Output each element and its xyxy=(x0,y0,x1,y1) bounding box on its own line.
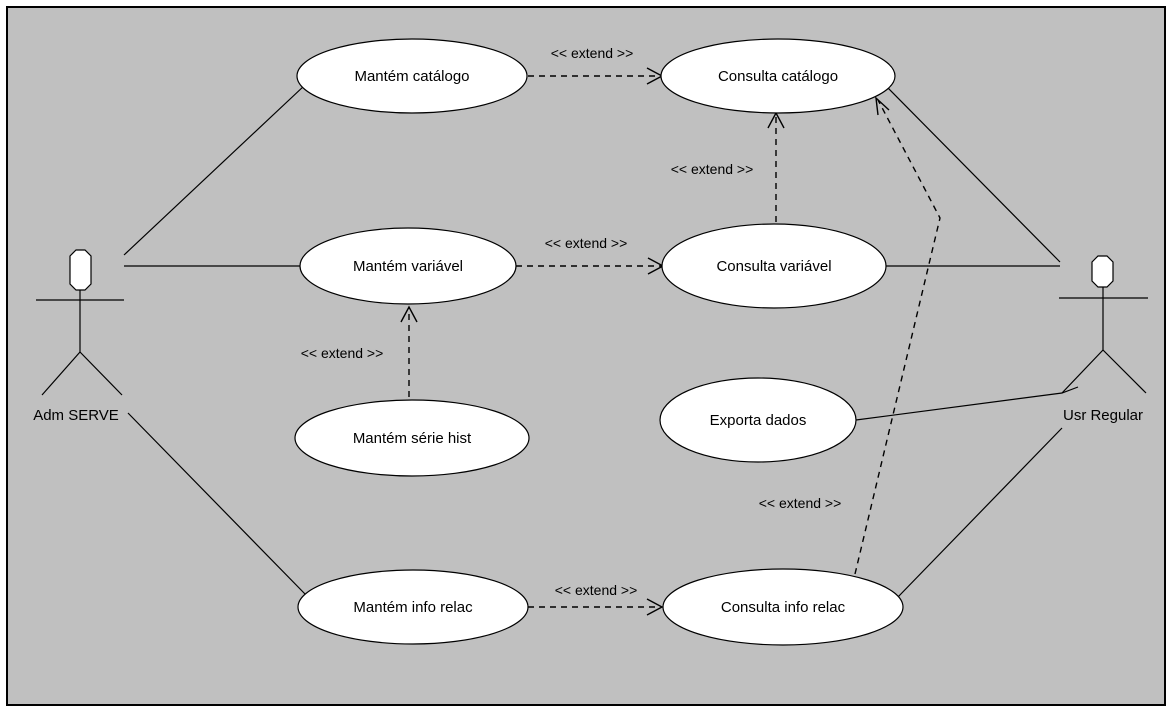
diagram-background xyxy=(6,6,1166,706)
usecase-mantem-serie-hist[interactable]: Mantém série hist xyxy=(294,399,530,477)
assoc-admin-mantem-catalogo xyxy=(123,84,306,256)
usecase-mantem-variavel[interactable]: Mantém variável xyxy=(299,227,517,305)
extend-label: << extend >> xyxy=(555,582,638,598)
actor-left-leg xyxy=(41,351,81,396)
usecase-label: Exporta dados xyxy=(710,412,807,429)
actor-name: Usr Regular xyxy=(1063,407,1143,424)
usecase-label: Consulta variável xyxy=(716,258,831,275)
actor-usr-regular[interactable]: Usr Regular xyxy=(1059,255,1148,424)
usecase-exporta-dados[interactable]: Exporta dados xyxy=(659,377,857,463)
actor-adm-serve[interactable]: Adm SERVE xyxy=(33,249,124,424)
actor-name: Adm SERVE xyxy=(33,407,119,424)
usecase-label: Mantém variável xyxy=(353,258,463,275)
usecase-mantem-catalogo[interactable]: Mantém catálogo xyxy=(296,38,528,114)
usecase-label: Mantém info relac xyxy=(353,599,473,616)
extend-label: << extend >> xyxy=(671,161,754,177)
extend-label: << extend >> xyxy=(551,45,634,61)
assoc-user-consulta-catalogo xyxy=(887,87,1061,263)
extend-label: << extend >> xyxy=(301,345,384,361)
extend-label: << extend >> xyxy=(759,495,842,511)
arrowhead-mantem-variavel xyxy=(400,305,418,323)
arrowhead-consulta-info-relac xyxy=(646,598,664,616)
usecase-consulta-variavel[interactable]: Consulta variável xyxy=(661,223,887,309)
assoc-admin-mantem-info-relac xyxy=(127,412,307,596)
actor-head-icon xyxy=(69,249,92,291)
usecase-label: Consulta catálogo xyxy=(718,68,838,85)
extend-consulta-info-relac-to-catalogo xyxy=(854,99,941,575)
actor-right-leg xyxy=(79,351,123,396)
actor-left-leg xyxy=(1061,349,1104,394)
usecase-consulta-catalogo[interactable]: Consulta catálogo xyxy=(660,38,896,114)
usecase-label: Mantém série hist xyxy=(353,430,472,447)
extend-label: << extend >> xyxy=(545,235,628,251)
usecase-label: Mantém catálogo xyxy=(354,68,469,85)
actor-right-leg xyxy=(1102,349,1147,394)
arrowhead-consulta-catalogo-from-info xyxy=(875,96,890,116)
usecase-label: Consulta info relac xyxy=(721,599,846,616)
usecase-mantem-info-relac[interactable]: Mantém info relac xyxy=(297,569,529,645)
actor-head-icon xyxy=(1091,255,1114,288)
usecase-consulta-info-relac[interactable]: Consulta info relac xyxy=(662,568,904,646)
assoc-user-consulta-info-relac xyxy=(896,427,1063,599)
